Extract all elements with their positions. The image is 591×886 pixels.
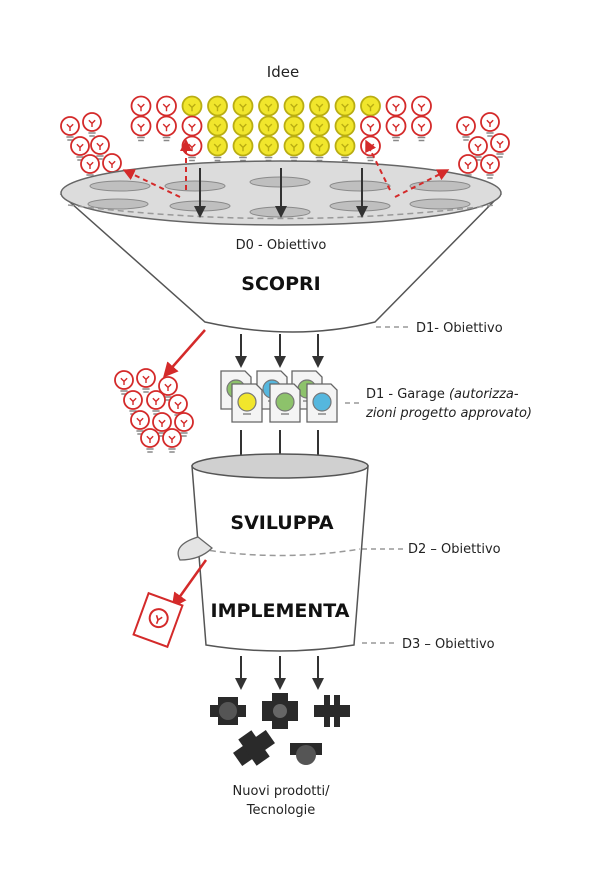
- idea-bulb-icon: [232, 135, 254, 162]
- idea-bulb-icon: [283, 135, 305, 162]
- rejected-idea-icon: [456, 116, 476, 141]
- bucket: [177, 453, 369, 652]
- idea-bulb-icon: [309, 135, 330, 162]
- idea-bulb-icon: [156, 115, 177, 142]
- d1-objective-label: D1- Obiettivo: [416, 321, 503, 336]
- rejected-idea-icon: [60, 116, 80, 141]
- funnel-output-arrows: [235, 334, 324, 368]
- idea-bulb-icon: [411, 115, 432, 142]
- funnel-hole: [87, 198, 149, 210]
- idea-bulb-icon: [181, 95, 203, 122]
- document-icon: [269, 383, 301, 423]
- funnel-hole: [164, 180, 226, 192]
- garage-documents: [220, 370, 338, 423]
- document-icon: [231, 383, 263, 423]
- products-icons: [210, 693, 350, 767]
- rejected-idea-icon: [158, 376, 178, 401]
- idea-bulb-icon: [385, 115, 407, 142]
- rejected-idea-icon: [174, 412, 194, 437]
- funnel-hole: [409, 198, 471, 210]
- output-label-line2: Tecnologie: [246, 803, 316, 818]
- bucket-body: [191, 465, 369, 652]
- rejected-idea-icon: [123, 390, 143, 415]
- funnel-hole: [89, 180, 151, 192]
- funnel-hole: [409, 180, 471, 192]
- rejected-ideas-left: [60, 112, 122, 179]
- rejected-idea-icon: [146, 390, 166, 415]
- funnel-reject-arrows: [122, 139, 450, 198]
- pipe-fitting-icon: [233, 729, 275, 767]
- stage-title-sviluppa: SVILUPPA: [230, 512, 333, 534]
- pipe-fitting-icon: [290, 743, 322, 765]
- idea-bulb-icon: [309, 95, 330, 122]
- garage-label-line2: zioni progetto approvato): [365, 406, 532, 421]
- idea-bulb-icon: [207, 135, 228, 162]
- funnel-hole: [329, 200, 391, 212]
- rejected-idea-icon: [458, 154, 478, 179]
- rejected-ideas-right: [456, 112, 510, 179]
- output-label-line1: Nuovi prodotti/: [232, 784, 330, 799]
- reject-arrow-mid: [163, 329, 206, 378]
- d0-label: D0 - Obiettivo: [236, 238, 327, 253]
- rejected-idea-icon: [114, 370, 134, 395]
- reject-arrow-bucket: [171, 559, 208, 609]
- rejected-idea-icon: [70, 136, 90, 161]
- funnel-input-arrows: [194, 168, 368, 218]
- stage-title-scopri: SCOPRI: [241, 273, 320, 295]
- bucket-spout: [177, 536, 213, 561]
- idea-bulbs-cluster: [130, 95, 432, 162]
- bucket-dashed-line: [199, 548, 361, 557]
- rejected-idea-icon: [162, 428, 182, 453]
- rejected-idea-icon: [82, 112, 102, 137]
- rejected-idea-icon: [130, 410, 150, 435]
- rejected-idea-icon: [80, 154, 100, 179]
- leader-lines: [345, 326, 412, 644]
- d2-label: D2 – Obiettivo: [408, 542, 501, 557]
- pipe-fitting-icon: [314, 695, 350, 727]
- idea-bulb-icon: [130, 115, 152, 142]
- funnel-dashed-line: [67, 204, 496, 220]
- idea-bulb-icon: [334, 135, 356, 162]
- stage-title-implementa: IMPLEMENTA: [211, 600, 350, 622]
- garage-label-plain: D1 - Garage: [366, 387, 449, 402]
- rejected-idea-icon: [468, 136, 488, 161]
- rejected-idea-icon: [490, 133, 510, 158]
- idea-bulb-icon: [334, 115, 356, 142]
- rejected-idea-icon: [136, 368, 156, 393]
- d3-label: D3 – Obiettivo: [402, 637, 495, 652]
- funnel-hole: [329, 180, 391, 192]
- garage-label-line1: D1 - Garage (autorizza-: [366, 387, 519, 402]
- pipe-fitting-icon: [210, 697, 246, 725]
- rejected-idea-icon: [90, 135, 110, 160]
- idea-bulb-icon: [258, 135, 279, 162]
- rejected-idea-icon: [152, 412, 172, 437]
- bucket-output-arrows: [235, 656, 324, 690]
- pipe-fitting-icon: [262, 693, 298, 729]
- rejected-ideas-middle: [114, 368, 194, 453]
- idea-bulb-icon: [181, 135, 203, 162]
- ideas-label: Idee: [267, 63, 299, 81]
- document-icon: [306, 383, 338, 423]
- bucket-top: [191, 453, 369, 479]
- rejected-document: [132, 591, 184, 649]
- rejected-idea-icon: [480, 154, 500, 179]
- rejected-idea-icon: [140, 428, 160, 453]
- rejected-idea-icon: [480, 112, 500, 137]
- garage-label-italic-1: (autorizza-: [449, 387, 519, 402]
